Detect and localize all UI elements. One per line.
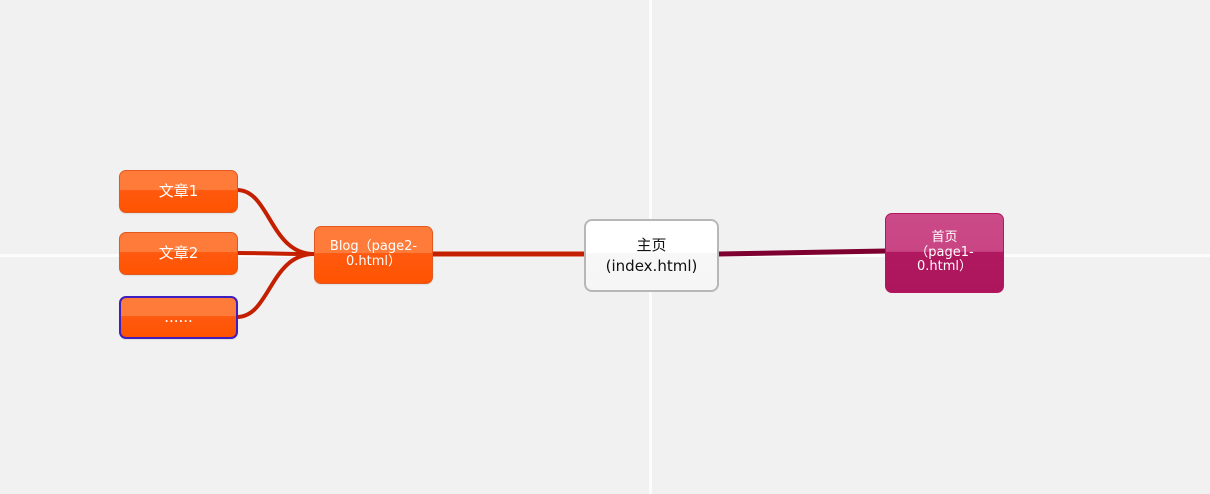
connector-more-blog: [235, 252, 316, 319]
node-article-1-label: 文章1: [158, 181, 199, 200]
node-article-2[interactable]: 文章2: [119, 232, 238, 275]
node-article-1[interactable]: 文章1: [119, 170, 238, 213]
node-blog[interactable]: Blog（page2-0.html）: [314, 226, 433, 284]
connector-root-home: [716, 248, 889, 257]
node-home[interactable]: 首页 （page1-0.html）: [885, 213, 1004, 293]
node-blog-label: Blog（page2-0.html）: [329, 239, 418, 269]
node-more-label: ......: [164, 307, 193, 326]
node-home-label: 首页 （page1-0.html）: [915, 229, 974, 275]
node-article-2-label: 文章2: [158, 243, 199, 262]
node-root-home-page-label: 主页 (index.html): [605, 236, 698, 275]
node-root-home-page[interactable]: 主页 (index.html): [584, 219, 719, 292]
connector-article1-blog: [235, 188, 316, 256]
node-more[interactable]: ......: [119, 296, 238, 339]
